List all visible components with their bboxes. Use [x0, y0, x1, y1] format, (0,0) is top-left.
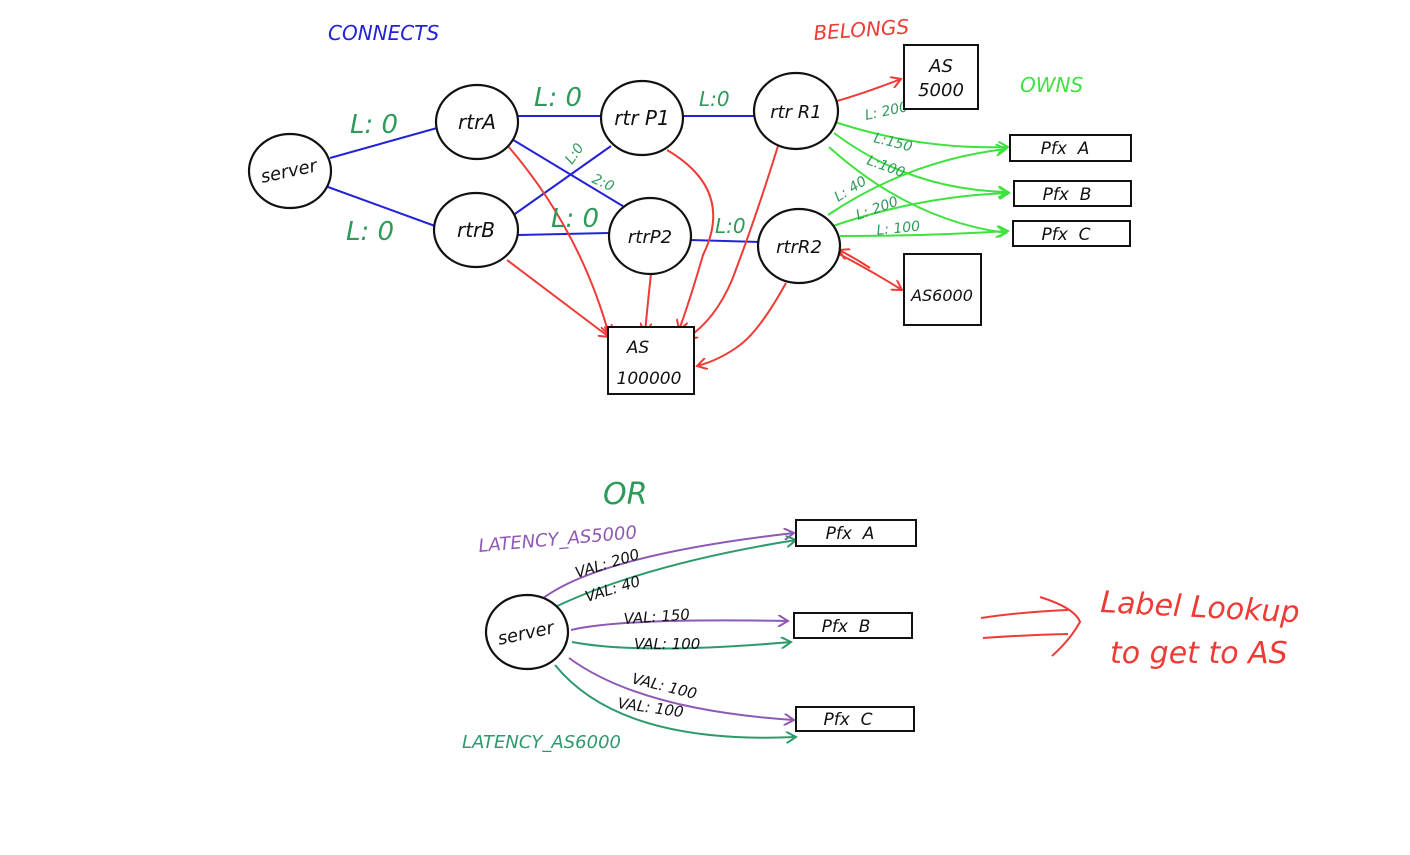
legend-connects: CONNECTS — [328, 21, 439, 45]
node-rtrP1-label: rtr P1 — [614, 106, 669, 130]
belongs-rtrP2-as100000 — [645, 273, 652, 333]
belongs-rtrB-as100000 — [506, 259, 609, 337]
owns-rtrR2-pfxC — [839, 231, 1008, 236]
bottom-val-labels: VAL: 200 VAL: 40 VAL: 150 VAL: 100 VAL: … — [573, 545, 700, 721]
latency-r2-b: L: 200 — [854, 194, 901, 224]
label-latency-as6000: LATENCY_AS6000 — [462, 732, 621, 753]
owns-rtrR1-pfxB — [833, 132, 1008, 192]
box-pfxC[interactable]: Pfx C — [1012, 220, 1131, 247]
teal-server-pfxC — [554, 664, 796, 738]
bottom-box-pfxB[interactable]: Pfx B — [793, 612, 913, 639]
label-rtrB-rtrP2: L: 0 — [551, 204, 599, 234]
val-b-teal: VAL: 100 — [634, 635, 700, 653]
belongs-rtrP1-as100000 — [666, 149, 715, 330]
node-rtrR2[interactable]: rtrR2 — [756, 207, 842, 285]
belongs-arrows — [506, 79, 902, 366]
belongs-rtrR1-as100000 — [687, 145, 779, 338]
owns-rtrR2-pfxB — [832, 193, 1009, 227]
box-as100000-line1: AS — [626, 338, 650, 358]
node-rtrB[interactable]: rtrB — [432, 191, 520, 269]
link-server-rtrB — [327, 186, 436, 227]
belongs-rtrR2-as100000 — [697, 282, 787, 366]
node-rtrA-label: rtrA — [458, 110, 496, 134]
owns-rtrR1-pfxA — [834, 121, 1008, 147]
latency-labels: L: 200 L:150 L:100 L: 40 L: 200 L: 100 — [832, 99, 921, 239]
node-rtrP1[interactable]: rtr P1 — [599, 79, 685, 157]
bottom-box-pfxC-label: Pfx C — [824, 710, 873, 730]
owns-arrows — [827, 121, 1009, 236]
label-rtrP2-rtrR2: L:0 — [715, 214, 746, 238]
purple-server-pfxB — [570, 620, 788, 631]
label-server-rtrA: L: 0 — [350, 110, 398, 140]
node-rtrA[interactable]: rtrA — [434, 83, 520, 161]
latency-r1-b: L:150 — [872, 130, 914, 155]
node-rtrP2-label: rtrP2 — [628, 227, 672, 248]
node-rtrR1-label: rtr R1 — [770, 102, 822, 123]
bottom-box-pfxA-label: Pfx A — [826, 524, 875, 544]
separator-or: OR — [603, 477, 647, 512]
latency-r2-c: L: 100 — [876, 218, 921, 238]
label-rtrA-rtrP1: L: 0 — [534, 83, 582, 113]
link-rtrB-rtrP2 — [517, 232, 610, 236]
val-c-teal: VAL: 100 — [616, 694, 684, 721]
purple-server-pfxC — [568, 657, 794, 720]
link-rtrB-rtrP1 — [511, 145, 612, 217]
node-rtrR2-label: rtrR2 — [776, 237, 822, 258]
belongs-rtrA-as100000 — [507, 145, 609, 335]
label-server-rtrB: L: 0 — [346, 217, 394, 247]
box-as6000[interactable]: AS6000 — [903, 253, 982, 326]
legend-belongs: BELONGS — [813, 14, 911, 45]
node-rtrR1[interactable]: rtr R1 — [752, 71, 840, 151]
latency-r1-c: L:100 — [865, 153, 907, 181]
note-line1: Label Lookup — [1100, 585, 1301, 630]
link-rtrP2-rtrR2 — [689, 239, 761, 243]
link-server-rtrA — [329, 127, 438, 159]
box-pfxC-label: Pfx C — [1042, 225, 1091, 245]
teal-server-pfxA — [548, 540, 796, 611]
belongs-rtrR2-as6000 — [838, 253, 902, 290]
belongs-rtrR1-as5000 — [836, 79, 901, 102]
bottom-latency-purple — [541, 533, 794, 720]
bottom-box-pfxA[interactable]: Pfx A — [795, 519, 917, 547]
box-as5000-line1: AS — [928, 56, 953, 77]
node-server[interactable]: server — [247, 132, 333, 210]
bottom-box-pfxC[interactable]: Pfx C — [795, 706, 915, 732]
purple-server-pfxA — [541, 533, 794, 600]
box-as6000-label: AS6000 — [910, 286, 973, 305]
implies-arrow — [980, 596, 1082, 657]
box-pfxB[interactable]: Pfx B — [1013, 180, 1132, 207]
latency-r1-a: L: 200 — [864, 99, 910, 124]
box-pfxA-label: Pfx A — [1041, 139, 1090, 159]
bottom-latency-teal — [548, 540, 796, 738]
box-as5000[interactable]: AS 5000 — [903, 44, 979, 110]
label-rtrB-rtrP1: L:0 — [562, 140, 587, 167]
box-as100000-line2: 100000 — [617, 369, 682, 389]
bottom-node-server[interactable]: server — [484, 593, 570, 671]
note-line2: to get to AS — [1110, 636, 1288, 671]
owns-rtrR2-pfxA — [827, 149, 1006, 216]
legend-owns: OWNS — [1020, 73, 1083, 97]
connects-links — [327, 115, 761, 243]
node-rtrP2[interactable]: rtrP2 — [607, 196, 693, 276]
box-as100000[interactable]: AS 100000 — [607, 326, 695, 395]
box-pfxA[interactable]: Pfx A — [1009, 134, 1132, 162]
bottom-box-pfxB-label: Pfx B — [822, 617, 871, 637]
label-rtrA-rtrP2: 2:0 — [589, 171, 616, 195]
label-rtrP1-rtrR1: L:0 — [699, 87, 730, 111]
link-rtrA-rtrP2 — [509, 137, 627, 209]
node-rtrB-label: rtrB — [457, 218, 495, 242]
belongs-as6000-rtrR2 — [839, 250, 871, 269]
box-as5000-line2: 5000 — [918, 80, 964, 101]
teal-server-pfxB — [571, 642, 791, 650]
box-pfxB-label: Pfx B — [1043, 185, 1092, 205]
val-b-purple: VAL: 150 — [623, 605, 690, 628]
